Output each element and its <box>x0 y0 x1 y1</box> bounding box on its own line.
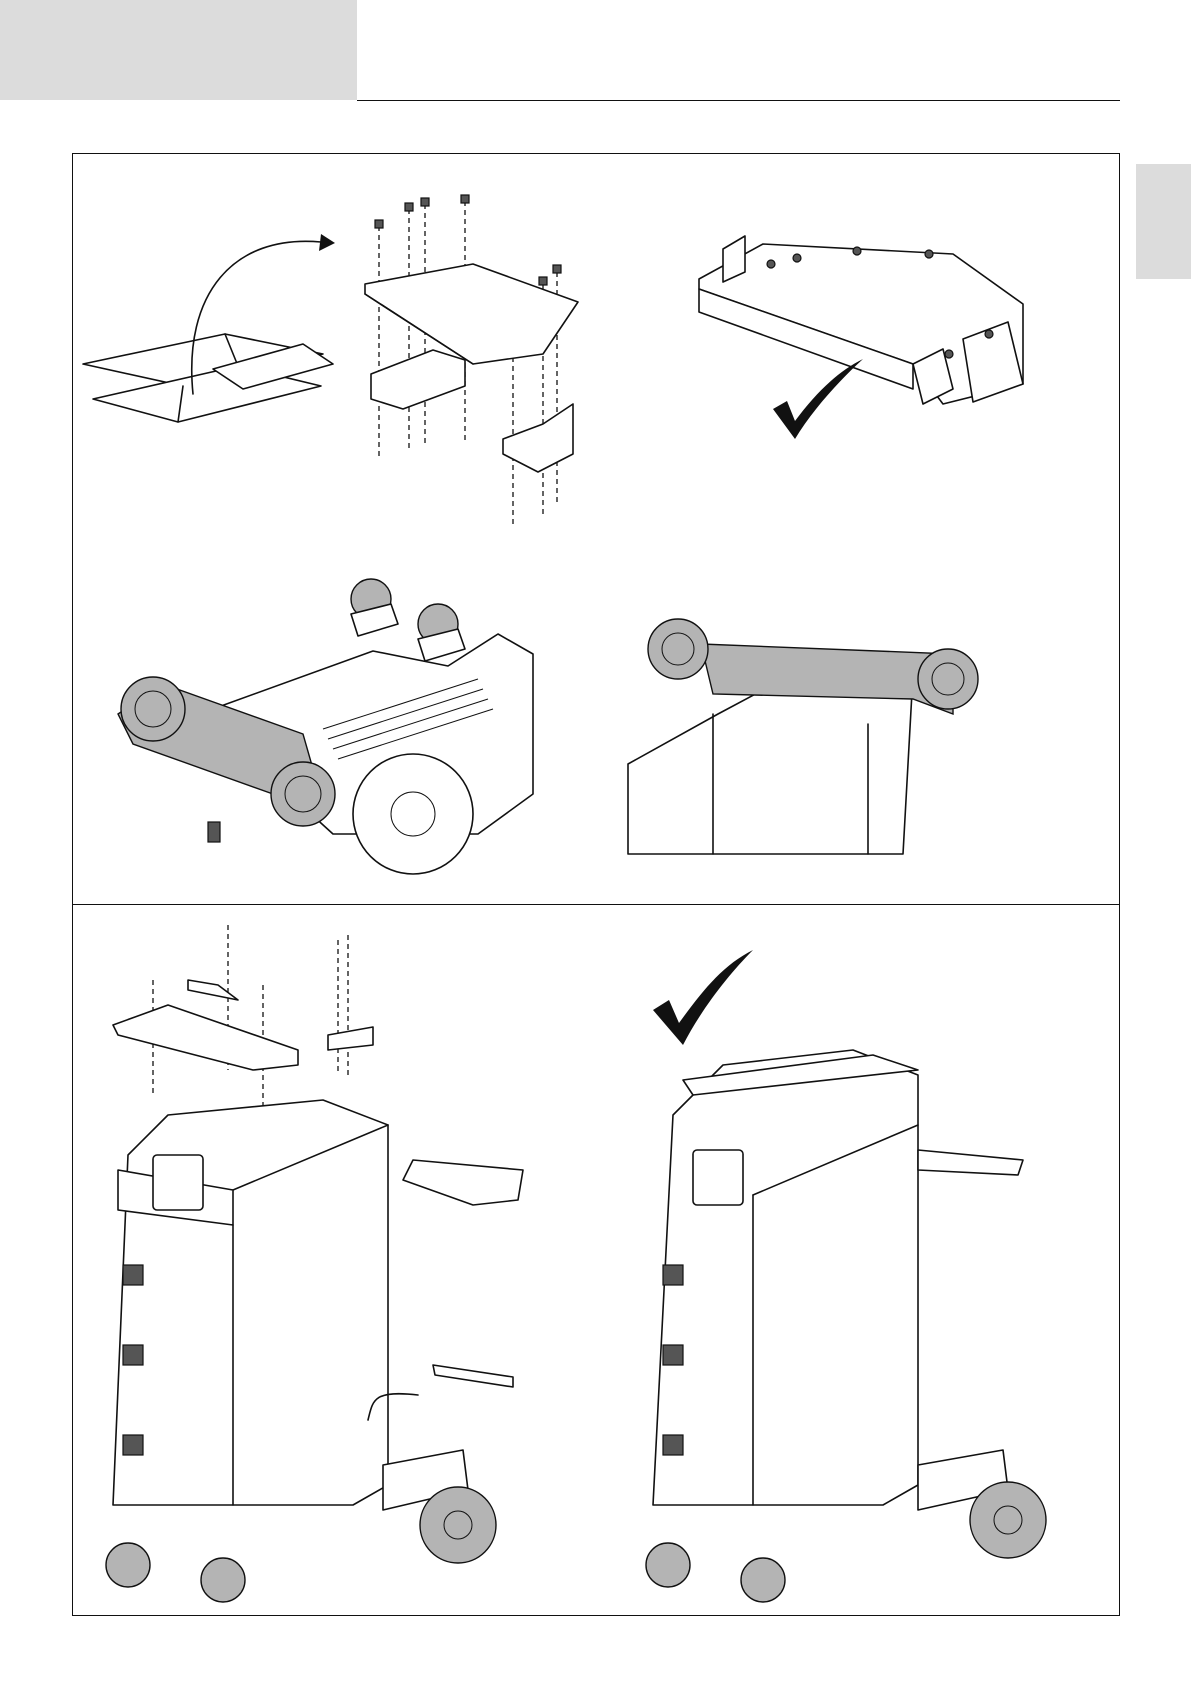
exploded-plate-illustration <box>365 195 578 524</box>
front-castor-left <box>106 1543 150 1587</box>
machine-exploded-illustration <box>106 925 523 1602</box>
side-language-tab <box>1136 164 1191 279</box>
rear-wheel <box>420 1487 496 1563</box>
wheel-left-large <box>648 619 708 679</box>
front-castor-right-assembled <box>741 1558 785 1602</box>
rear-wheel-assembled <box>970 1482 1046 1558</box>
check-mark-icon <box>773 359 863 439</box>
front-castor-left-assembled <box>646 1543 690 1587</box>
header-rule <box>357 100 1120 101</box>
assembled-plate-illustration <box>699 236 1023 439</box>
trolley-assembled-illustration <box>646 950 1046 1602</box>
header-grey-block <box>0 0 357 100</box>
wheel-right <box>271 762 335 826</box>
front-castor-right <box>201 1558 245 1602</box>
top-figure-panel <box>72 153 1120 906</box>
castor-mounting-illustration <box>118 579 533 874</box>
unpack-box-illustration <box>83 234 335 422</box>
curved-arrow-icon <box>319 234 335 251</box>
wheel-left <box>121 677 185 741</box>
wheel-axle-mounted-illustration <box>628 619 978 854</box>
wheel-right-large <box>918 649 978 709</box>
check-mark-icon-2 <box>653 950 753 1045</box>
bottom-figure-panel <box>72 904 1120 1616</box>
